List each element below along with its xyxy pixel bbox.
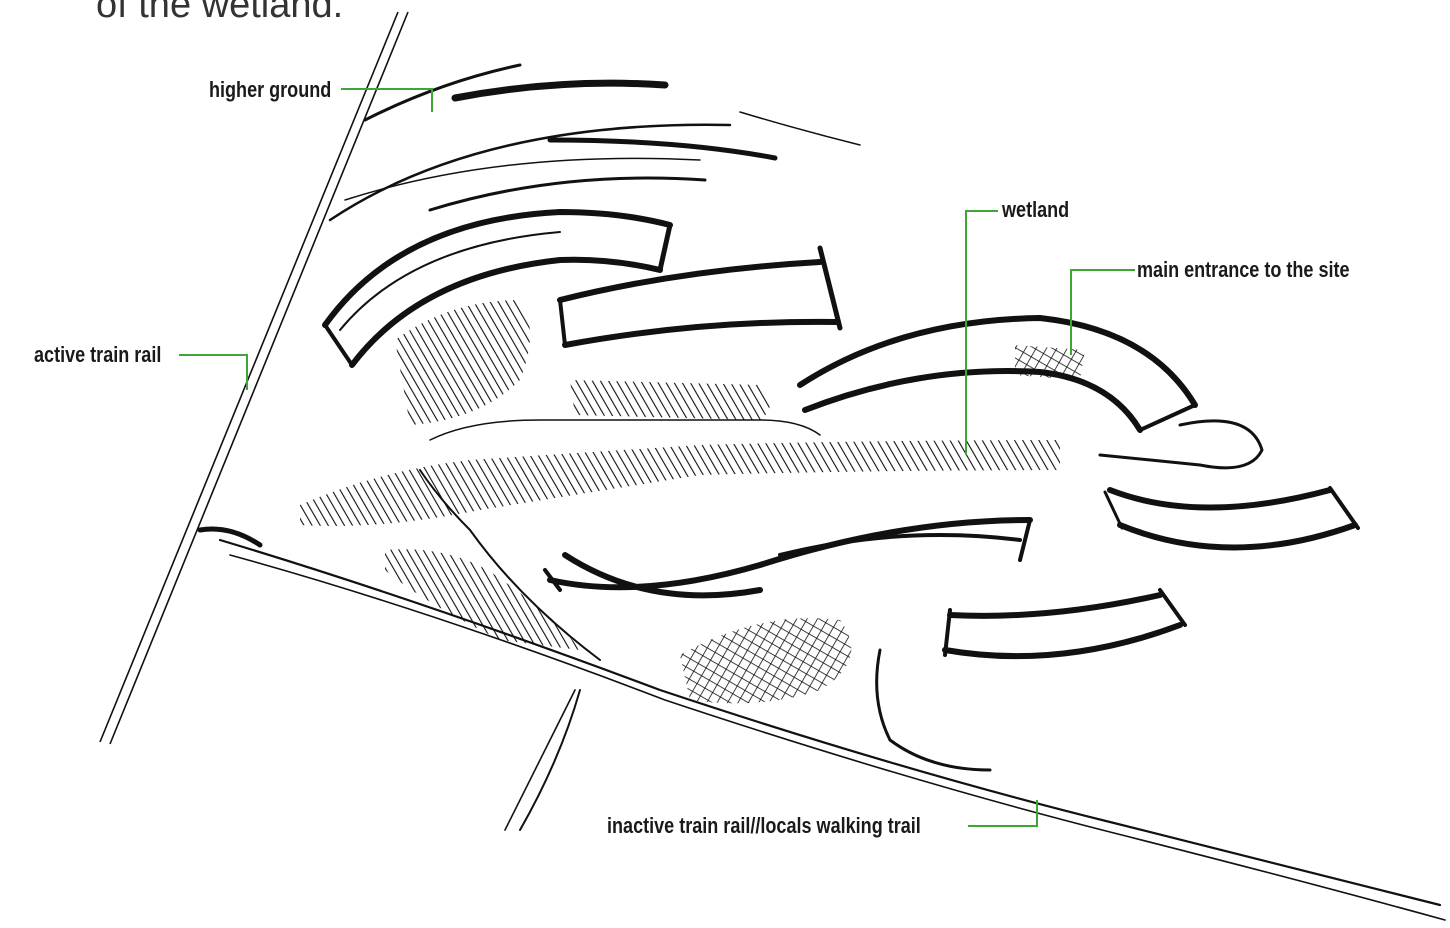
hatched-wetland-areas <box>300 300 1085 703</box>
caption-text: of the wetland. <box>96 0 343 24</box>
label-wetland: wetland <box>1002 199 1069 221</box>
leader-wetland <box>966 211 998 455</box>
label-higher-ground: higher ground <box>209 79 331 101</box>
label-inactive-train-rail: inactive train rail//locals walking trai… <box>607 815 921 837</box>
building-lower-middle <box>545 520 1030 595</box>
label-active-train-rail: active train rail <box>34 344 161 366</box>
label-main-entrance: main entrance to the site <box>1137 259 1350 281</box>
active-rail-lines <box>100 12 408 744</box>
building-lower-right <box>945 590 1185 656</box>
leader-active-rail <box>179 355 247 390</box>
building-right-far <box>1105 488 1358 548</box>
